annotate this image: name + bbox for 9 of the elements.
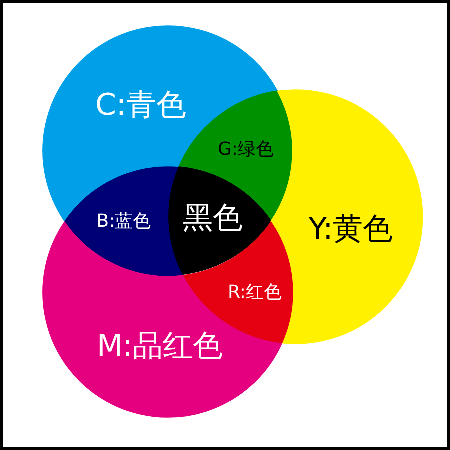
overlap-region: [64, 167, 184, 276]
circle-label: Y:黄色: [308, 214, 394, 245]
circle-label: C:青色: [95, 90, 187, 121]
region-label: 黑色: [182, 204, 243, 234]
region-label: B:蓝色: [96, 213, 152, 231]
region-label: G:绿色: [218, 140, 274, 159]
region-label: R:红色: [228, 284, 282, 302]
center-region: [169, 167, 272, 276]
circle-label: M:品红色: [96, 332, 223, 362]
